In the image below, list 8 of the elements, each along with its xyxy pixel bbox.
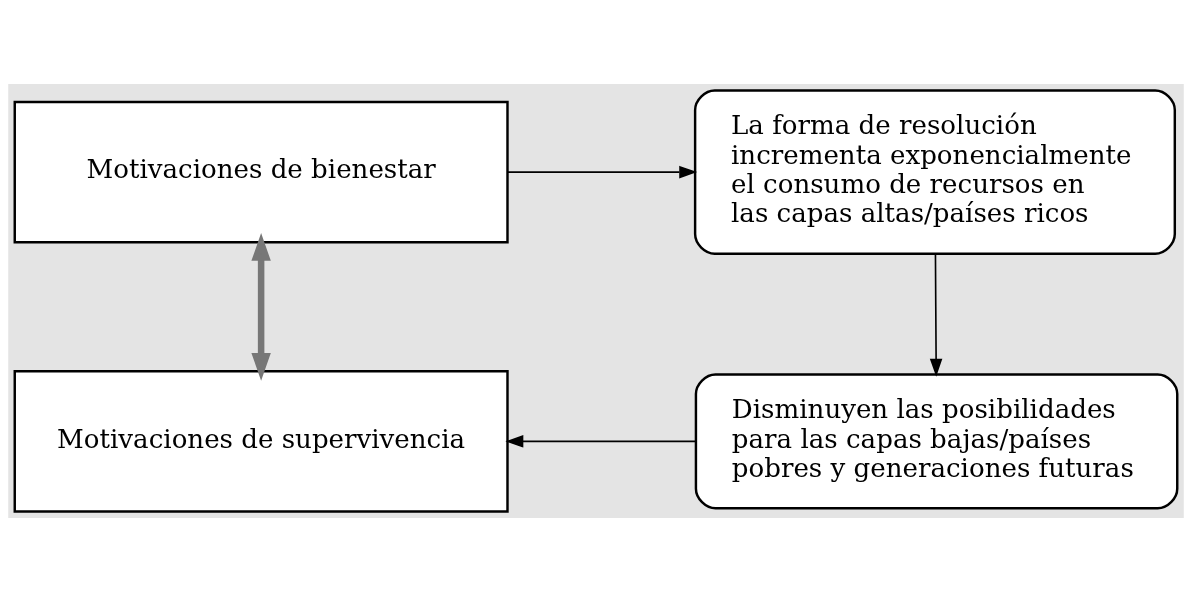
node-box: La forma de resolución incrementa exponencialmente el consumo de recursos en las capas altas/países ricos xyxy=(693,89,1177,255)
arrow xyxy=(929,253,943,377)
node-box: Motivaciones de bienestar xyxy=(13,100,509,244)
arrow xyxy=(507,165,698,179)
arrow xyxy=(251,233,271,381)
arrow xyxy=(505,435,697,448)
node-box: Disminuyen las posibilidades para las capas bajas/países pobres y generaciones futuras xyxy=(694,373,1179,510)
node-box: Motivaciones de supervivencia xyxy=(13,369,509,513)
